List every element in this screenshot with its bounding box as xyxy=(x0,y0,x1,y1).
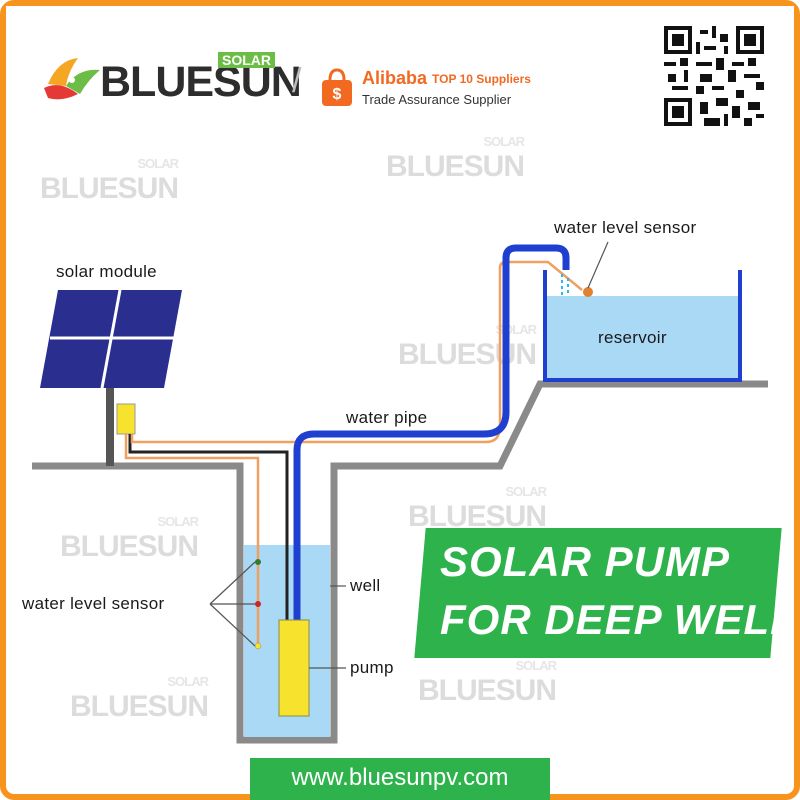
solar-panel xyxy=(40,289,182,389)
reservoir-wall xyxy=(543,270,742,382)
shopping-bag-icon: $ xyxy=(322,68,352,106)
reservoir-label: reservoir xyxy=(598,328,667,347)
header-separator: / xyxy=(292,62,302,100)
reservoir-water xyxy=(546,296,738,380)
well-label: well xyxy=(350,576,381,595)
banner-line-1: SOLAR PUMP xyxy=(440,538,731,585)
solar-module-label: solar module xyxy=(56,262,157,281)
banner-line-2: FOR DEEP WELL xyxy=(440,596,797,643)
ground-line xyxy=(32,380,768,744)
black-wire xyxy=(128,434,289,620)
water-pipe-label: water pipe xyxy=(346,408,428,427)
brand-sub: SOLAR xyxy=(218,52,275,68)
header xyxy=(6,6,794,138)
pump-body xyxy=(278,619,310,717)
bluesun-logo-icon xyxy=(44,58,100,100)
website-link[interactable]: www.bluesunpv.com xyxy=(291,764,509,791)
orange-wire-well xyxy=(124,434,260,648)
svg-text:$: $ xyxy=(333,86,342,103)
qr-code-icon xyxy=(664,26,764,126)
well-sensor-mid xyxy=(255,601,261,607)
well-sensor-low xyxy=(254,642,262,650)
alibaba-name: Alibaba xyxy=(362,68,428,88)
well-sensor-high xyxy=(255,559,261,565)
alibaba-trade: Trade Assurance Supplier xyxy=(362,92,512,107)
reservoir-sensor xyxy=(583,287,593,297)
water-pipe xyxy=(293,244,570,620)
pump-label: pump xyxy=(350,658,394,677)
alibaba-rank: TOP 10 Suppliers xyxy=(432,72,531,86)
footer-bar xyxy=(250,758,550,800)
water-level-sensor-top-label: water level sensor xyxy=(554,218,697,237)
controller-box xyxy=(116,403,136,435)
water-level-sensor-left-label: water level sensor xyxy=(22,594,165,613)
panel-pole xyxy=(106,388,114,466)
